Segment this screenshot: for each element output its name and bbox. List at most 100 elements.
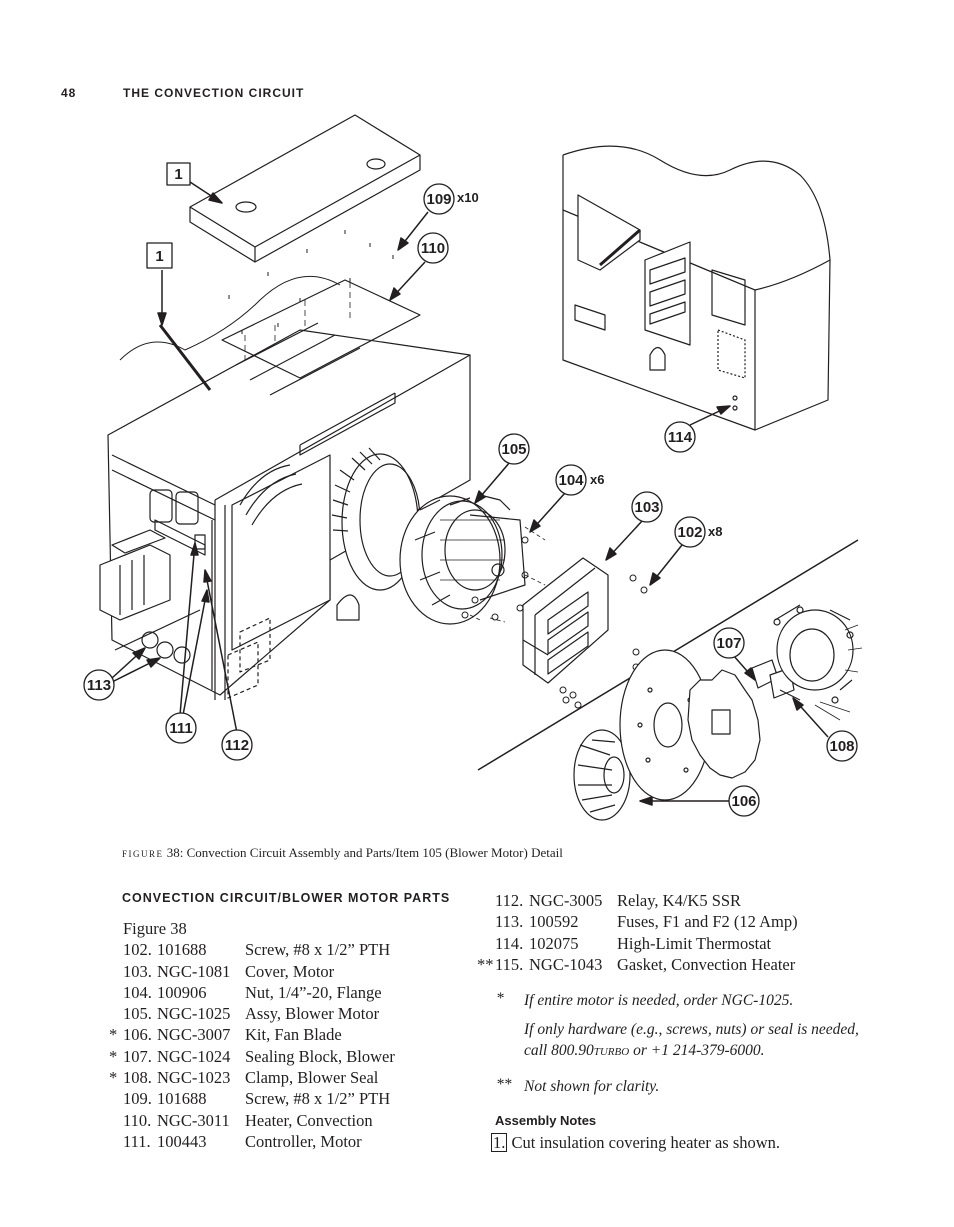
part-row: 110.NGC-3011 Heater, Convection (123, 1110, 443, 1131)
callout-111: 111 (169, 720, 192, 737)
part-description: Heater, Convection (245, 1110, 373, 1130)
callout-109: 109 (426, 191, 451, 208)
section-header: THE CONVECTION CIRCUIT (123, 86, 305, 100)
part-code: 102075 (529, 933, 579, 953)
callout-107: 107 (716, 635, 741, 652)
assembly-note-number: 1. (491, 1133, 508, 1152)
part-number: 104. (123, 982, 152, 1002)
part-description: Screw, #8 x 1/2” PTH (245, 940, 391, 960)
part-number: 106. (123, 1025, 152, 1045)
part-number: 102. (123, 940, 152, 960)
part-code: 100592 (529, 912, 579, 932)
part-row: *108.NGC-1023 Clamp, Blower Seal (109, 1067, 443, 1088)
part-code: NGC-3005 (529, 891, 603, 910)
callout-114: 114 (668, 429, 693, 446)
part-number: 114. (495, 933, 524, 953)
caption-label: FIGURE (122, 849, 164, 859)
fan-blade-drawing (573, 729, 631, 821)
part-code: NGC-1043 (529, 954, 603, 974)
rear-oven-drawing (562, 145, 831, 431)
part-row: 109.101688 Screw, #8 x 1/2” PTH (123, 1088, 443, 1109)
part-row: *107.NGC-1024 Sealing Block, Blower (109, 1046, 443, 1067)
parts-list-right: 112. NGC-3005 Relay, K4/K5 SSR 113.100592 Fu… (477, 890, 895, 975)
part-description: Nut, 1/4”-20, Flange (245, 982, 382, 1002)
callout-102: 102 (677, 524, 702, 541)
part-mark: * (109, 1046, 118, 1066)
part-code: NGC-1025 (157, 1004, 231, 1024)
part-row: 105.NGC-1025 Assy, Blower Motor (123, 1003, 443, 1024)
part-number: 108. (123, 1068, 152, 1088)
part-number: 113. (495, 912, 524, 932)
part-number: 110. (123, 1110, 152, 1130)
multiplier-x10: x10 (457, 190, 479, 205)
callout-112: 112 (225, 737, 249, 754)
gear-plate-drawing (687, 669, 761, 779)
nuts-drawing (461, 536, 529, 621)
part-description: Relay, K4/K5 SSR (617, 891, 742, 910)
figure-caption: FIGURE 38: Convection Circuit Assembly a… (122, 845, 563, 861)
callout-113: 113 (87, 677, 111, 694)
blower-motor-drawing (399, 494, 546, 625)
part-number: 112. (495, 891, 524, 910)
parts-section-title: CONVECTION CIRCUIT/BLOWER MOTOR PARTS (122, 891, 451, 905)
callout-105: 105 (501, 441, 526, 458)
backing-plate-drawing (619, 649, 711, 801)
electrical-components-drawing (99, 489, 206, 664)
callout-1-top: 1 (174, 166, 182, 183)
part-code: NGC-1024 (157, 1046, 231, 1066)
part-row: 112. NGC-3005 Relay, K4/K5 SSR (495, 890, 895, 911)
part-number: 107. (123, 1046, 152, 1066)
part-code: 100443 (157, 1131, 207, 1151)
callout-108: 108 (829, 738, 854, 755)
caption-text: 38: Convection Circuit Assembly and Part… (166, 845, 563, 860)
multiplier-x6: x6 (590, 472, 604, 487)
screws-102-drawing (559, 574, 648, 709)
page-number: 48 (61, 86, 77, 100)
exploded-assembly-figure: 1 1 109 110 105 104 103 102 114 107 108 … (83, 114, 863, 821)
part-code: 101688 (157, 940, 207, 960)
part-number: 115. (495, 954, 524, 974)
part-code: NGC-1081 (157, 961, 231, 981)
part-description: Clamp, Blower Seal (245, 1068, 379, 1088)
motor-detail-drawing (773, 604, 863, 721)
top-panel-drawing (189, 114, 421, 263)
part-number: 111. (123, 1131, 151, 1151)
part-code: NGC-3007 (157, 1025, 231, 1045)
part-row: 113.100592 Fuses, F1 and F2 (12 Amp) (495, 911, 895, 932)
part-code: 101688 (157, 1089, 207, 1109)
part-mark: * (109, 1068, 118, 1088)
assembly-note-text: Cut insulation covering heater as shown. (511, 1133, 781, 1152)
callout-1-insulation: 1 (155, 248, 163, 265)
part-description: Kit, Fan Blade (245, 1025, 342, 1045)
part-number: 105. (123, 1004, 152, 1024)
part-description: Cover, Motor (245, 961, 335, 981)
callout-110: 110 (421, 240, 445, 257)
part-row: 103.NGC-1081 Cover, Motor (123, 961, 443, 982)
part-number: 109. (123, 1089, 152, 1109)
part-description: Sealing Block, Blower (245, 1046, 395, 1066)
figure-reference: Figure 38 (123, 919, 187, 938)
callout-103: 103 (634, 499, 659, 516)
part-mark: ** (477, 954, 494, 974)
part-row: 102.101688 Screw, #8 x 1/2” PTH (123, 939, 443, 960)
part-row: 111. 100443 Controller, Motor (123, 1131, 443, 1152)
part-mark: * (109, 1025, 118, 1045)
assembly-note-item: 1. Cut insulation covering heater as sho… (491, 1133, 780, 1153)
callout-106: 106 (731, 793, 756, 810)
callout-104: 104 (558, 472, 584, 489)
oven-chassis-drawing (107, 275, 471, 700)
part-description: Fuses, F1 and F2 (12 Amp) (617, 912, 798, 932)
part-code: NGC-3011 (157, 1110, 230, 1130)
motor-cover-drawing (522, 557, 609, 684)
assembly-notes-title: Assembly Notes (495, 1113, 597, 1128)
part-code: NGC-1023 (157, 1068, 231, 1088)
part-row: *106.NGC-3007 Kit, Fan Blade (109, 1024, 443, 1045)
part-number: 103. (123, 961, 152, 981)
part-description: Assy, Blower Motor (245, 1004, 380, 1024)
part-description: Screw, #8 x 1/2” PTH (245, 1089, 391, 1109)
part-description: Controller, Motor (245, 1131, 362, 1151)
